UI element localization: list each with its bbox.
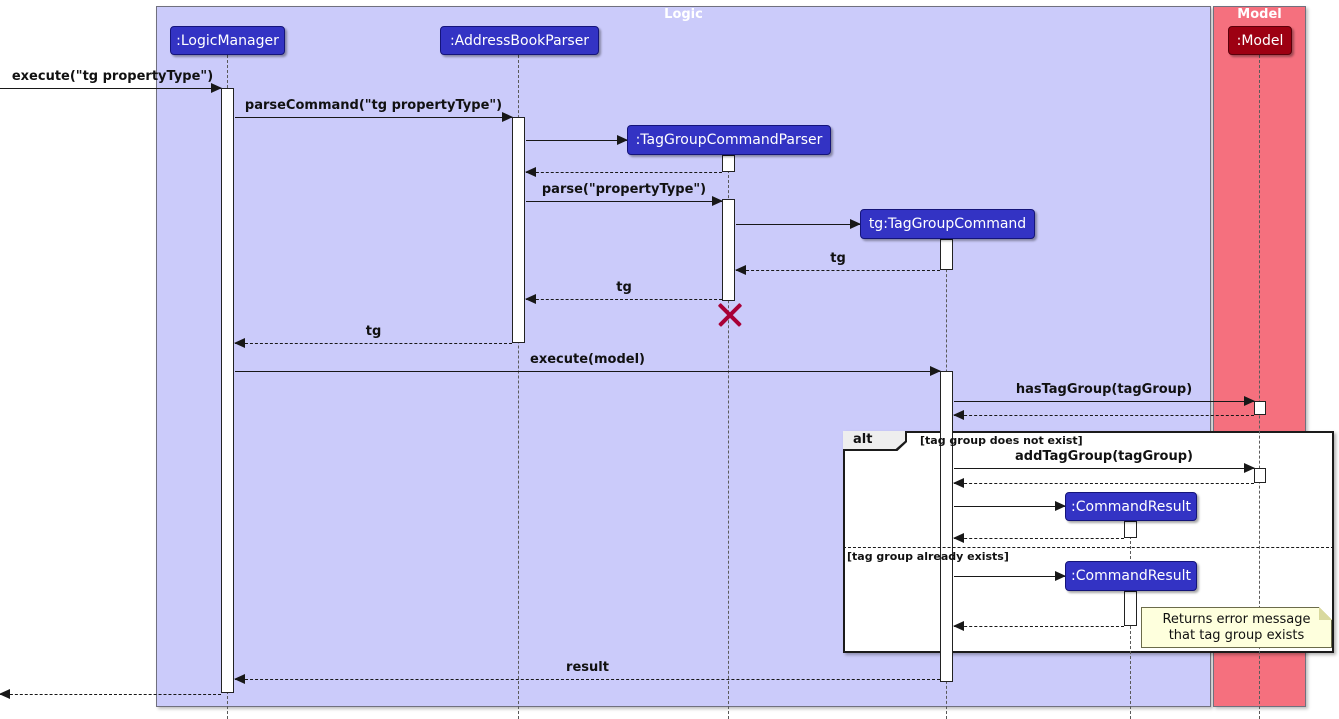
activation-taggroupcommand-execute: [940, 371, 953, 682]
activation-model-addtaggroup: [1254, 468, 1266, 483]
activation-commandresult-1: [1124, 521, 1137, 538]
activation-model-hastaggroup: [1254, 401, 1266, 415]
activation-taggroupcommandparser-parse: [722, 199, 735, 301]
arrow-return-tg-3: [234, 338, 512, 348]
label-tg-3: tg: [365, 324, 382, 339]
participant-taggroupcommand: tg:TagGroupCommand: [860, 209, 1035, 239]
arrow-return-tg-2: [525, 294, 722, 304]
arrow-return-commandresult-1: [953, 533, 1124, 543]
lifeline-addressbookparser: [518, 55, 519, 719]
arrow-addtaggroup: [954, 463, 1255, 473]
participant-commandresult-2: :CommandResult: [1065, 561, 1197, 591]
destroy-icon: [716, 301, 744, 329]
arrow-return-commandresult-2: [953, 621, 1124, 631]
alt-operator-label: alt: [843, 431, 905, 449]
alt-guard-not-exist: [tag group does not exist]: [920, 434, 1083, 447]
activation-commandresult-2: [1124, 591, 1137, 626]
label-result: result: [566, 660, 609, 675]
arrow-return-addtaggroup: [953, 478, 1254, 488]
label-parsecommand: parseCommand("tg propertyType"): [244, 98, 503, 113]
participant-addressbookparser-label: :AddressBookParser: [449, 32, 590, 49]
activation-logicmanager: [221, 88, 234, 693]
label-execute-user: execute("tg propertyType"): [11, 69, 214, 84]
arrow-return-hastaggroup: [953, 410, 1254, 420]
participant-addressbookparser: :AddressBookParser: [440, 26, 599, 55]
arrow-create-commandresult-2: [954, 571, 1066, 581]
note-returns-error: Returns error message that tag group exi…: [1141, 607, 1332, 648]
arrow-return-create-parser: [525, 167, 722, 177]
participant-commandresult-1-label: :CommandResult: [1071, 498, 1191, 515]
label-execute-model: execute(model): [530, 352, 645, 367]
lifeline-taggroupcommandparser: [728, 155, 729, 719]
participant-logicmanager-label: :LogicManager: [176, 32, 279, 49]
arrow-parsecommand: [235, 112, 513, 122]
label-parse: parse("propertyType"): [541, 182, 707, 197]
participant-commandresult-1: :CommandResult: [1065, 492, 1197, 521]
arrow-create-taggroupcommand: [736, 219, 861, 229]
activation-addressbookparser: [512, 117, 525, 343]
alt-guard-exists: [tag group already exists]: [847, 550, 1009, 563]
participant-taggroupcommandparser: :TagGroupCommandParser: [627, 125, 831, 155]
note-line-2: that tag group exists: [1168, 628, 1305, 643]
arrow-create-taggroupcommandparser: [526, 135, 628, 145]
arrow-create-commandresult-1: [954, 501, 1066, 511]
participant-commandresult-2-label: :CommandResult: [1071, 568, 1191, 584]
logic-frame-title: Logic: [664, 7, 703, 22]
arrow-execute-model: [235, 366, 941, 376]
label-addtaggroup: addTagGroup(tagGroup): [1015, 449, 1193, 464]
label-tg-2: tg: [616, 280, 632, 295]
arrow-hastaggroup: [954, 396, 1255, 406]
participant-model: :Model: [1228, 26, 1292, 55]
arrow-return-tg-1: [735, 265, 940, 275]
arrow-execute-user: [0, 83, 222, 93]
note-line-1: Returns error message: [1162, 612, 1311, 627]
model-frame-title: Model: [1237, 7, 1282, 22]
participant-model-label: :Model: [1236, 32, 1284, 49]
arrow-parse: [526, 196, 723, 206]
participant-taggroupcommand-label: tg:TagGroupCommand: [868, 216, 1027, 232]
arrow-return-final: [0, 689, 221, 699]
activation-taggroupcommand-create: [940, 239, 953, 270]
participant-logicmanager: :LogicManager: [170, 26, 285, 55]
activation-taggroupcommandparser-create: [722, 155, 735, 172]
alt-divider: [843, 547, 1334, 548]
label-hastaggroup: hasTagGroup(tagGroup): [1015, 382, 1193, 397]
lifeline-model: [1259, 55, 1260, 719]
arrow-return-result: [234, 674, 940, 684]
label-tg-1: tg: [830, 251, 846, 266]
participant-taggroupcommandparser-label: :TagGroupCommandParser: [635, 132, 823, 148]
note-fold-icon: [1319, 607, 1332, 620]
